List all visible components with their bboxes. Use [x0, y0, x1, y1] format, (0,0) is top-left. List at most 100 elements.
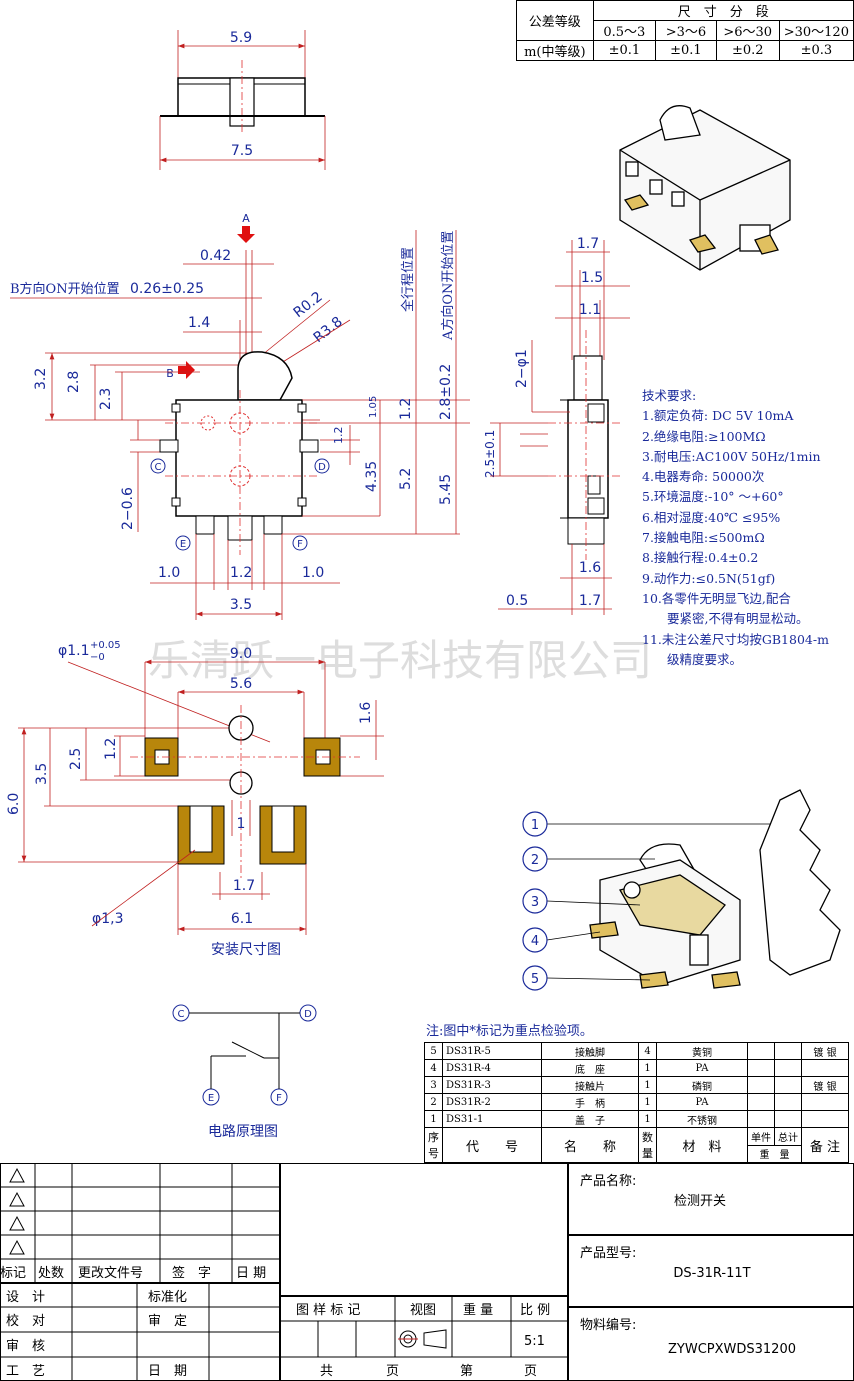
- tech-req-item: 1.额定负荷: DC 5V 10mA: [642, 408, 794, 424]
- dim-1-0-b: 1.0: [302, 565, 324, 581]
- tolerance-value: ±0.2: [715, 40, 780, 61]
- bom-remark: [801, 1059, 849, 1077]
- tech-req-item: 9.动作力:≤0.5N(51gf): [642, 570, 776, 586]
- dim-2-3: 2.3: [98, 388, 114, 410]
- total-label: 共: [320, 1364, 333, 1379]
- dim-6-1: 6.1: [231, 911, 253, 927]
- tolerance-value: ±0.1: [592, 40, 657, 61]
- circuit-c: C: [178, 1009, 185, 1020]
- dim-3-5-m: 3.5: [34, 763, 50, 785]
- inspection-note: 注:图中*标记为重点检验项。: [426, 1023, 593, 1039]
- bom-remark: [801, 1093, 849, 1111]
- dim-tol-up: +0.05: [90, 640, 121, 651]
- dim-5-45: 5.45: [438, 474, 454, 505]
- a-on-start-label: A方向ON开始位置: [440, 231, 456, 341]
- dim-6-0: 6.0: [6, 793, 22, 815]
- dim-1-7-b: 1.7: [579, 593, 601, 609]
- scale-value: 5:1: [524, 1334, 545, 1349]
- sheet-page-label: 页: [524, 1364, 537, 1379]
- bom-header-unit: 单件: [747, 1127, 775, 1146]
- tolerance-value: ±0.1: [655, 40, 717, 61]
- sign-proof: 校 对: [6, 1313, 45, 1329]
- sign-standard: 标准化: [148, 1290, 187, 1305]
- tech-req-item: 3.耐电压:AC100V 50Hz/1min: [642, 448, 821, 464]
- bom-remark: [801, 1110, 849, 1128]
- weight-label: 重 量: [463, 1302, 493, 1318]
- mount-view: φ1.1 +0.05 −0 9.0 5.6 1.6 6.0 3.5 2.5 1.…: [6, 640, 384, 958]
- bom-remark: 镀 银: [801, 1076, 849, 1094]
- dim-1-7-m: 1.7: [233, 878, 255, 894]
- sign-date: 日 期: [148, 1364, 187, 1379]
- callout-5: 5: [531, 972, 539, 987]
- dim-1-2-m: 1.2: [103, 738, 119, 760]
- dim-9-0: 9.0: [230, 646, 252, 662]
- dim-r0-2: R0.2: [291, 289, 326, 321]
- mount-caption: 安装尺寸图: [211, 942, 281, 958]
- bom-header-weight: 重 量: [747, 1144, 802, 1163]
- product-name: 检测开关: [674, 1194, 726, 1209]
- bom-code: DS31R-5: [442, 1042, 542, 1060]
- sign-process: 工 艺: [6, 1364, 45, 1379]
- rev-label-count: 处数: [38, 1266, 64, 1281]
- terminal-d-label: D: [318, 462, 326, 473]
- callout-3: 3: [531, 895, 539, 910]
- circuit-diagram: C D E F 电路原理图: [172, 1004, 317, 1140]
- scale-label: 比 例: [520, 1303, 550, 1318]
- bom-name: 手 柄: [541, 1093, 639, 1111]
- dim-1-6-m: 1.6: [358, 702, 374, 724]
- bom-material: 磷铜: [656, 1076, 748, 1094]
- dim-2-0-6: 2−0.6: [120, 487, 136, 530]
- rev-label-mark: 标记: [0, 1266, 26, 1281]
- callout-1: 1: [531, 818, 539, 833]
- dim-phi-1-3: φ1,3: [92, 911, 124, 927]
- page-label: 页: [386, 1364, 399, 1379]
- material-no: ZYWCPXWDS31200: [668, 1342, 796, 1357]
- tech-req-item: 5.环境温度:-10° ～+60°: [642, 489, 784, 505]
- arrow-a-label: A: [242, 212, 250, 225]
- bom-material: 不锈钢: [656, 1110, 748, 1128]
- bom-header-code: 代 号: [442, 1127, 542, 1163]
- product-model: DS-31R-11T: [673, 1266, 750, 1281]
- sign-approve: 审 定: [148, 1314, 187, 1329]
- sheet-label: 第: [460, 1364, 473, 1379]
- tolerance-range: >6～30: [715, 20, 780, 41]
- tech-req-item: 6.相对湿度:40℃ ≤95%: [642, 509, 781, 525]
- drawing-mark-label: 图 样 标 记: [296, 1303, 360, 1318]
- terminal-f-label: F: [297, 539, 303, 550]
- bom-qty: 1: [638, 1093, 657, 1111]
- bom-material: 黄铜: [656, 1042, 748, 1060]
- tech-req-item: 4.电器寿命: 50000次: [642, 469, 765, 485]
- bom-row: 5 DS31R-5 接触脚 4 黄铜 镀 银: [424, 1042, 849, 1060]
- tolerance-table: 公差等级 尺 寸 分 段 0.5～3 >3～6 >6～30 >30～120 m(…: [516, 0, 854, 61]
- bom-no: 3: [424, 1076, 443, 1094]
- bom-qty: 1: [638, 1110, 657, 1128]
- dim-phi-1-1: φ1.1: [58, 643, 90, 659]
- arrow-b-icon: [178, 361, 195, 379]
- tech-requirements: 技术要求: 1.额定负荷: DC 5V 10mA 2.绝缘电阻:≥100MΩ 3…: [642, 386, 829, 670]
- tech-req-title: 技术要求:: [642, 388, 697, 403]
- tolerance-value: ±0.3: [778, 40, 854, 61]
- bom-header-qty: 数量: [638, 1127, 657, 1163]
- exploded-view: 1 2 3 4 5: [522, 789, 841, 991]
- dim-tol-dn: −0: [90, 652, 105, 663]
- bom-row: 1 DS31-1 盖 子 1 不锈钢: [424, 1110, 849, 1128]
- drawing-canvas: 5.9 7.5 A B 0.42 B方向ON开始位置 0.26±0.25 1.4…: [6, 30, 841, 1140]
- tolerance-header-right: 尺 寸 分 段: [592, 0, 854, 21]
- circuit-e: E: [208, 1093, 214, 1104]
- circuit-f: F: [276, 1093, 282, 1104]
- terminal-c-label: C: [155, 462, 162, 473]
- bom-header-name: 名 称: [541, 1127, 639, 1163]
- dim-1-2-h: 1.2: [230, 565, 252, 581]
- bom-name: 接触片: [541, 1076, 639, 1094]
- dim-2-phi1: 2−φ1: [514, 349, 530, 388]
- material-no-label: 物料编号:: [580, 1318, 636, 1333]
- bom-code: DS31R-3: [442, 1076, 542, 1094]
- product-model-label: 产品型号:: [580, 1246, 636, 1261]
- bom-code: DS31R-4: [442, 1059, 542, 1077]
- side-view: 1.7 1.5 1.1 2−φ1 2.5±0.1 1.6 0.5 1.7: [483, 236, 630, 615]
- dim-5-6: 5.6: [230, 676, 252, 692]
- tolerance-row-label: m(中等级): [516, 40, 594, 61]
- bom-qty: 1: [638, 1076, 657, 1094]
- bom-header: 序号 代 号 名 称 数量 材 料 单件 总计 备 注: [424, 1127, 849, 1163]
- sign-review: 审 核: [6, 1339, 45, 1354]
